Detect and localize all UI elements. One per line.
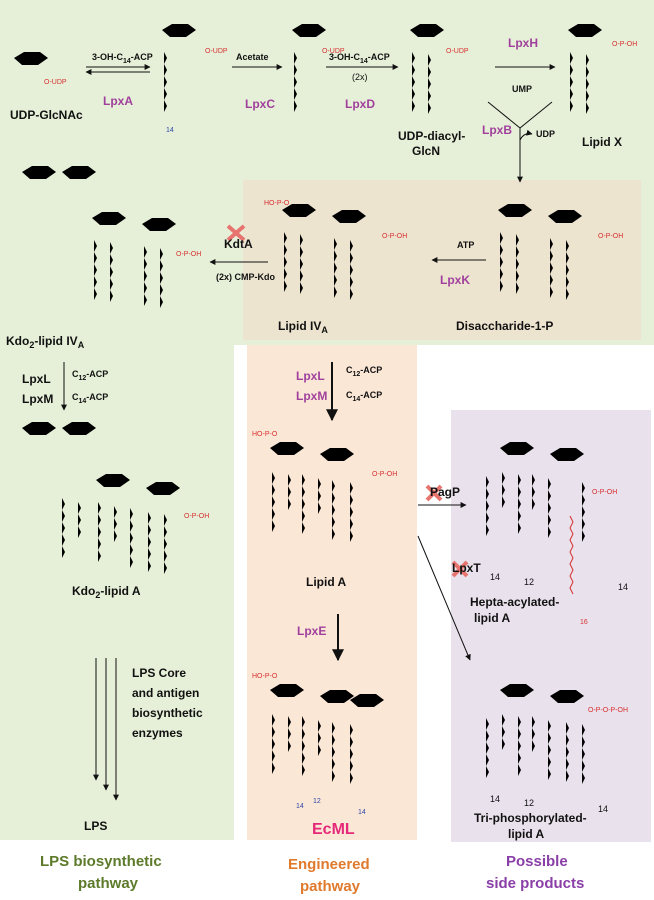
kdo2-lipid-iva-label: Kdo2-lipid IVA — [6, 334, 85, 350]
ecml-chain-14-label-b: 14 — [358, 809, 366, 816]
phosphate-label-ecml: HO-P-O — [252, 673, 278, 680]
o-udp-label-3: O-UDP — [322, 48, 345, 55]
triphos-chain-12-label: 12 — [524, 798, 534, 808]
pyrophosphate-label: O-P-O-P-OH — [588, 707, 628, 714]
lipid-x-label: Lipid X — [582, 135, 622, 149]
pagp-blocked-x-mark — [425, 484, 443, 502]
engineered-pathway-footer-2: pathway — [300, 878, 361, 895]
o-udp-label-1: O-UDP — [44, 79, 67, 86]
lpxl-left-label: LpxL — [22, 372, 51, 386]
pagp-label: PagP — [430, 485, 460, 499]
phosphate-label-disaccharide: O-P-OH — [598, 233, 623, 240]
ump-reagent: UMP — [512, 84, 532, 94]
lps-core-line-1: LPS Core — [132, 666, 186, 680]
hepta-chain-14-label-b: 14 — [618, 582, 628, 592]
udp-diacyl-glcn-label-1: UDP-diacyl- — [398, 129, 465, 143]
acp-reagent-2: 3-OH-C14-ACP — [329, 52, 390, 65]
cmp-kdo-reagent: (2x) CMP-Kdo — [216, 272, 275, 282]
c14-acp-left-reagent: C14-ACP — [72, 392, 108, 405]
hepta-label-1: Hepta-acylated- — [470, 595, 559, 609]
phosphate-label-kdo2-lipid-iva: O-P-OH — [176, 251, 201, 258]
lpxt-arrow — [417, 535, 471, 661]
hepta-label-2: lipid A — [474, 611, 511, 625]
side-products-panel — [451, 410, 651, 842]
phosphate-label-hepta: O-P-OH — [592, 489, 617, 496]
lpxb-label: LpxB — [482, 123, 512, 137]
lps-core-line-4: enzymes — [132, 726, 183, 740]
acetate-reagent: Acetate — [236, 52, 269, 62]
kdo2-lipid-a-label: Kdo2-lipid A — [72, 584, 141, 600]
ecml-label: EcML — [312, 821, 355, 838]
lps-core-line-2: and antigen — [132, 686, 199, 700]
lpxl-mid-label: LpxL — [296, 369, 325, 383]
phosphate-label-lipid-a-1: O-P-OH — [372, 471, 397, 478]
udp-diacyl-glcn-label-2: GlcN — [412, 144, 440, 158]
lpxc-label: LpxC — [245, 97, 275, 111]
side-products-footer-1: Possible — [506, 853, 568, 870]
phosphate-label-lipid-a-4: HO-P-O — [252, 431, 278, 438]
lps-pathway-footer-1: LPS biosynthetic — [40, 853, 162, 870]
phosphate-label-lipid-x: O-P-OH — [612, 41, 637, 48]
ecml-chain-12-label: 12 — [313, 798, 321, 805]
lpxm-left-label: LpxM — [22, 392, 53, 406]
kdta-blocked-x-mark — [226, 224, 246, 242]
lpxt-label: LpxT — [452, 561, 481, 575]
lipid-a-label: Lipid A — [306, 575, 347, 589]
lpxt-blocked-x-mark — [451, 560, 469, 578]
engineered-pathway-footer-1: Engineered — [288, 856, 370, 873]
phosphate-label-kdo2-lipid-a: O-P-OH — [184, 513, 209, 520]
disaccharide-label: Disaccharide-1-P — [456, 319, 553, 333]
o-udp-label-4: O-UDP — [446, 48, 469, 55]
phosphate-label-lipid-iva-1: O-P-OH — [382, 233, 407, 240]
lps-core-line-3: biosynthetic — [132, 706, 203, 720]
lps-pathway-footer-2: pathway — [78, 875, 139, 892]
hepta-chain-12-label: 12 — [524, 577, 534, 587]
triphos-chain-14-label-a: 14 — [490, 794, 500, 804]
lpxh-label: LpxH — [508, 36, 538, 50]
hepta-chain-16-label: 16 — [580, 619, 588, 626]
palmitate-chain — [569, 515, 574, 595]
udp-reagent: UDP — [536, 129, 555, 139]
c12-acp-left-reagent: C12-ACP — [72, 369, 108, 382]
triphos-label-1: Tri-phosphorylated- — [474, 811, 587, 825]
udp-release-arrow — [519, 129, 533, 141]
ecml-chain-14-label-a: 14 — [296, 803, 304, 810]
lps-label: LPS — [84, 819, 107, 833]
lpxe-label: LpxE — [297, 624, 326, 638]
phosphate-label-lipid-iva-4: HO-P-O — [264, 200, 290, 207]
side-products-footer-2: side products — [486, 875, 584, 892]
lipid-iva-label: Lipid IVA — [278, 319, 328, 335]
c14-acp-mid-reagent: C14-ACP — [346, 390, 382, 403]
c12-acp-mid-reagent: C12-ACP — [346, 365, 382, 378]
chain-14-label-1: 14 — [166, 127, 174, 134]
kdta-label: KdtA — [224, 237, 253, 251]
atp-reagent: ATP — [457, 240, 474, 250]
triphos-chain-14-label-b: 14 — [598, 804, 608, 814]
lpxm-mid-label: LpxM — [296, 389, 327, 403]
udp-glcnac-label: UDP-GlcNAc — [10, 108, 83, 122]
hepta-chain-14-label-a: 14 — [490, 572, 500, 582]
lpxk-label: LpxK — [440, 273, 470, 287]
lpxa-label: LpxA — [103, 94, 133, 108]
acp-reagent-1: 3-OH-C14-ACP — [92, 52, 153, 65]
o-udp-label-2: O-UDP — [205, 48, 228, 55]
triphos-label-2: lipid A — [508, 827, 545, 841]
two-x-label: (2x) — [352, 72, 368, 82]
lpxd-label: LpxD — [345, 97, 375, 111]
